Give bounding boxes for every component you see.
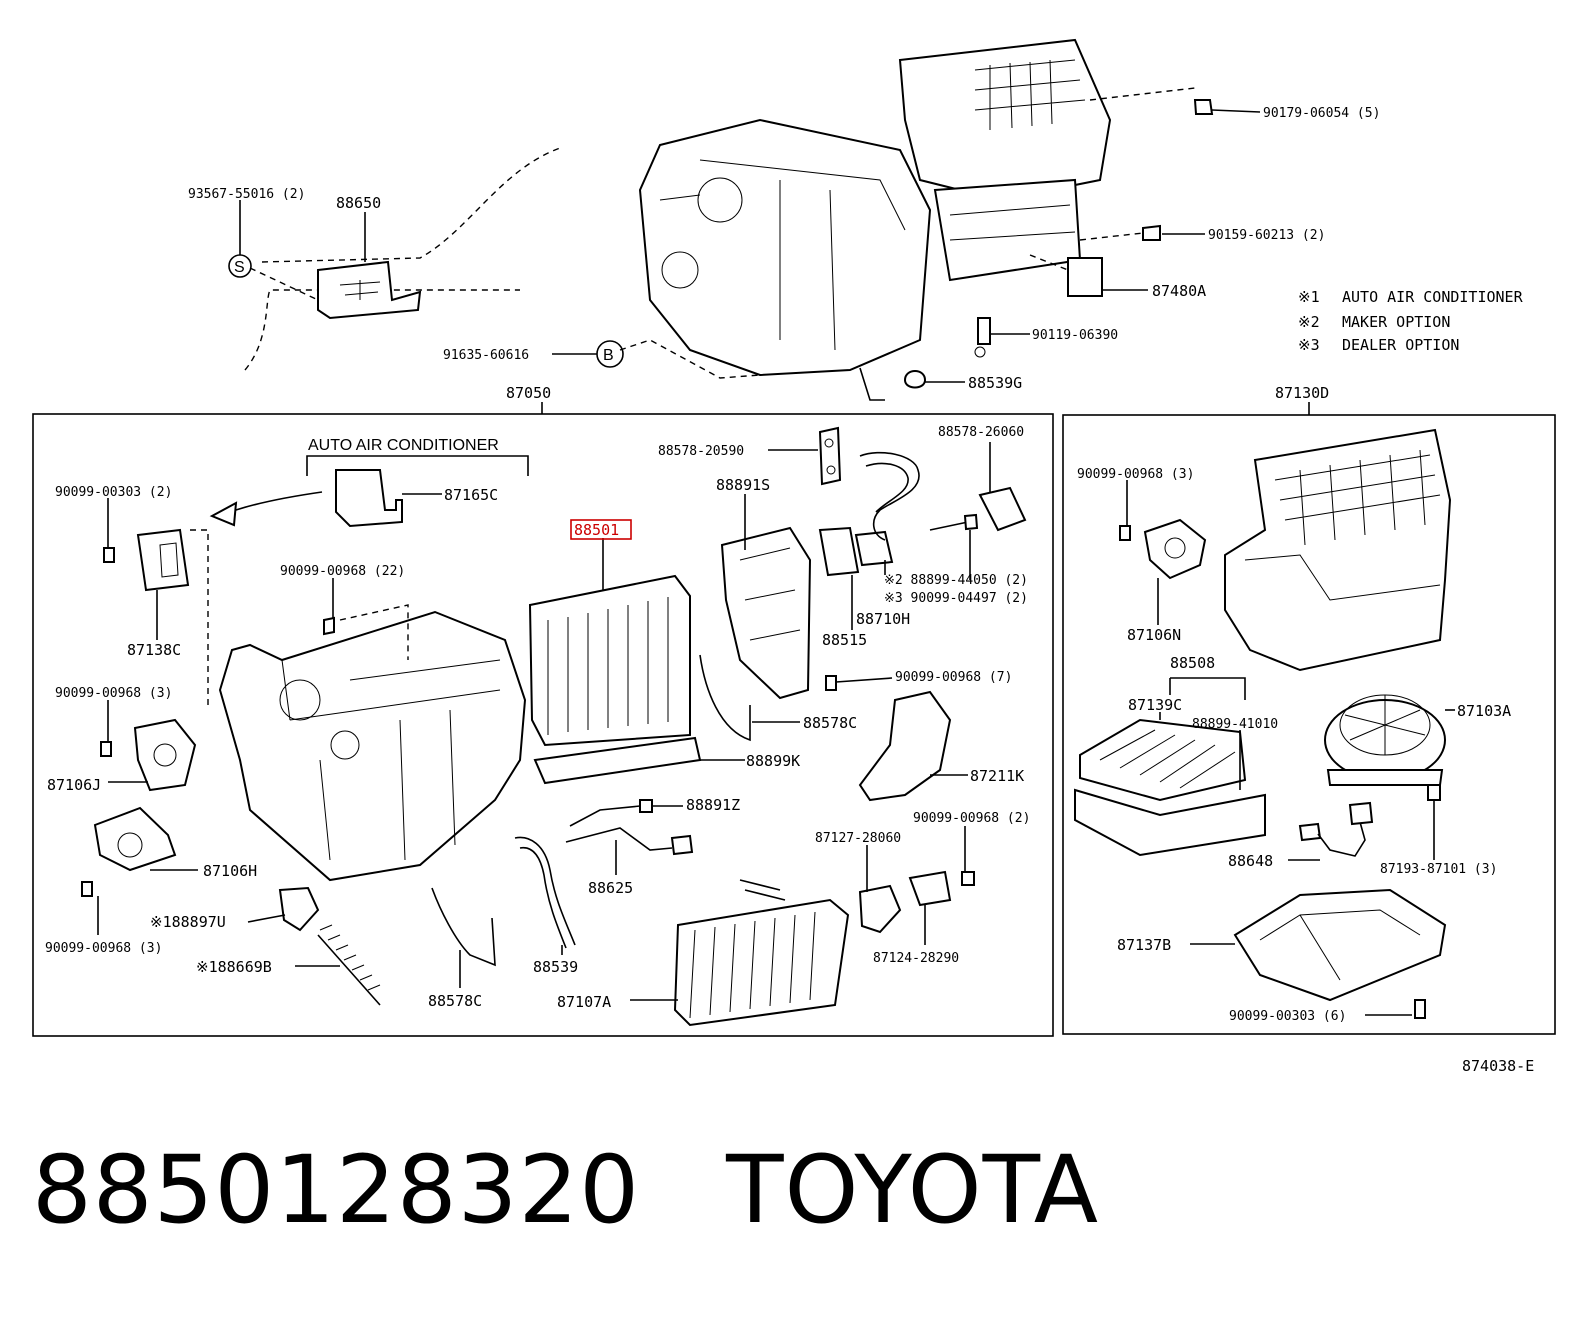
label-87124-28290[interactable]: 87124-28290 (873, 951, 959, 966)
label-87137b[interactable]: 87137B (1117, 936, 1171, 954)
label-88625[interactable]: 88625 (588, 879, 633, 897)
label-93567-55016[interactable]: 93567-55016 (2) (188, 187, 305, 202)
legend: ※1 AUTO AIR CONDITIONER ※2 MAKER OPTION … (1298, 288, 1524, 354)
main-box (32, 413, 1054, 1037)
label-88899-41010[interactable]: 88899-41010 (1192, 717, 1278, 732)
label-88578c-b[interactable]: 88578C (428, 992, 482, 1010)
label-88578c-a[interactable]: 88578C (803, 714, 857, 732)
label-88710h[interactable]: 88710H (856, 610, 910, 628)
label-90099-00968-22[interactable]: 90099-00968 (22) (280, 564, 405, 579)
part-number: 8850128320 (32, 1135, 641, 1245)
legend-text-2: MAKER OPTION (1342, 313, 1450, 331)
legend-text-3: DEALER OPTION (1342, 336, 1459, 354)
label-87139c[interactable]: 87139C (1128, 696, 1182, 714)
label-90099-00968-3b[interactable]: 90099-00968 (3) (45, 941, 162, 956)
label-88578-26060[interactable]: 88578-26060 (938, 425, 1024, 440)
label-90099-00968-7[interactable]: 90099-00968 (7) (895, 670, 1012, 685)
label-90099-00303-2[interactable]: 90099-00303 (2) (55, 485, 172, 500)
label-88539[interactable]: 88539 (533, 958, 578, 976)
sheet-code: 874038-E (1462, 1057, 1534, 1075)
label-87107a[interactable]: 87107A (557, 993, 611, 1011)
label-87106n[interactable]: 87106N (1127, 626, 1181, 644)
label-87106h[interactable]: 87106H (203, 862, 257, 880)
label-87193-87101[interactable]: 87193-87101 (3) (1380, 862, 1497, 877)
label-blower-90099-00968-3[interactable]: 90099-00968 (3) (1077, 467, 1194, 482)
label-90179-06054[interactable]: 90179-06054 (5) (1263, 106, 1380, 121)
label-auto-ac: AUTO AIR CONDITIONER (308, 437, 499, 454)
legend-mark-3: ※3 (1298, 336, 1320, 354)
label-90159-60213[interactable]: 90159-60213 (2) (1208, 228, 1325, 243)
label-88508[interactable]: 88508 (1170, 654, 1215, 672)
label-90119-06390[interactable]: 90119-06390 (1032, 328, 1118, 343)
legend-mark-2: ※2 (1298, 313, 1320, 331)
label-87106j[interactable]: 87106J (47, 776, 101, 794)
label-88899k[interactable]: 88899K (746, 752, 800, 770)
label-88501[interactable]: 88501 (574, 521, 619, 539)
label-b-mark: B (603, 347, 614, 364)
label-87103a[interactable]: 87103A (1457, 702, 1511, 720)
label-90099-00303-6[interactable]: 90099-00303 (6) (1229, 1009, 1346, 1024)
label-87127-28060[interactable]: 87127-28060 (815, 831, 901, 846)
label-88648[interactable]: 88648 (1228, 852, 1273, 870)
legend-mark-1: ※1 (1298, 288, 1320, 306)
label-88539g[interactable]: 88539G (968, 374, 1022, 392)
box-title-87130d: 87130D (1275, 384, 1329, 402)
label-88891s[interactable]: 88891S (716, 476, 770, 494)
label-87138c[interactable]: 87138C (127, 641, 181, 659)
label-88891z[interactable]: 88891Z (686, 796, 740, 814)
label-188669b[interactable]: ※188669B (196, 958, 272, 976)
label-88578-20590[interactable]: 88578-20590 (658, 444, 744, 459)
label-188897u[interactable]: ※188897U (150, 913, 226, 931)
label-91635-60616[interactable]: 91635-60616 (443, 348, 529, 363)
label-88650[interactable]: 88650 (336, 194, 381, 212)
label-90099-00968-2[interactable]: 90099-00968 (2) (913, 811, 1030, 826)
blower-box (1062, 414, 1556, 1035)
top-assembly-drawing (228, 38, 1261, 401)
box-title-87050: 87050 (506, 384, 551, 402)
highlight-box-88501 (570, 519, 632, 540)
label-90099-04497[interactable]: ※3 90099-04497 (2) (884, 591, 1028, 606)
label-88515[interactable]: 88515 (822, 631, 867, 649)
label-90099-00968-3a[interactable]: 90099-00968 (3) (55, 686, 172, 701)
brand-name: TOYOTA (726, 1135, 1100, 1245)
label-s-mark: S (234, 259, 245, 276)
blower-box-drawing (1074, 428, 1455, 1019)
label-88899-44050[interactable]: ※2 88899-44050 (2) (884, 573, 1028, 588)
footer-caption: 8850128320 TOYOTA (32, 1135, 1099, 1245)
legend-text-1: AUTO AIR CONDITIONER (1342, 288, 1524, 306)
label-87211k[interactable]: 87211K (970, 767, 1024, 785)
label-87480a[interactable]: 87480A (1152, 282, 1206, 300)
label-87165c[interactable]: 87165C (444, 486, 498, 504)
main-box-drawing (81, 426, 1027, 1027)
